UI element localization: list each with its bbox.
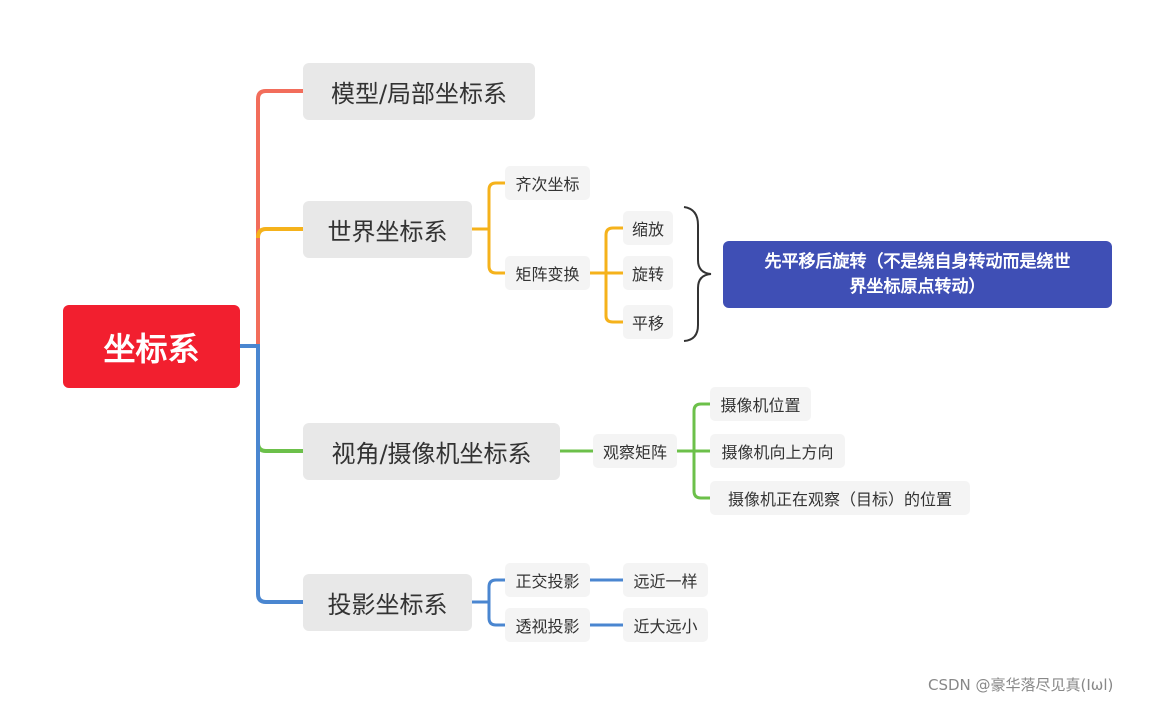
connector-world bbox=[256, 227, 303, 239]
node-model-coordinate-system[interactable]: 模型/局部坐标系 bbox=[303, 63, 535, 120]
connector-ortho bbox=[472, 578, 505, 604]
node-ortho-note[interactable]: 远近一样 bbox=[623, 563, 708, 597]
node-rotate[interactable]: 旋转 bbox=[623, 256, 673, 290]
connector-camera-position bbox=[677, 402, 710, 453]
connector-matrix-scale bbox=[590, 226, 623, 275]
node-projection-coordinate-system[interactable]: 投影坐标系 bbox=[303, 574, 472, 631]
connector-perspective bbox=[472, 600, 505, 627]
brace bbox=[683, 206, 712, 342]
node-camera-target[interactable]: 摄像机正在观察（目标）的位置 bbox=[710, 481, 970, 515]
node-orthographic-projection[interactable]: 正交投影 bbox=[505, 563, 590, 597]
callout-translate-then-rotate[interactable]: 先平移后旋转（不是绕自身转动而是绕世 界坐标原点转动） bbox=[723, 241, 1112, 308]
connector-matrix-translate bbox=[604, 273, 623, 324]
node-scale[interactable]: 缩放 bbox=[623, 211, 673, 245]
node-perspective-projection[interactable]: 透视投影 bbox=[505, 608, 590, 642]
connector-projection bbox=[240, 344, 303, 604]
callout-line-1: 先平移后旋转（不是绕自身转动而是绕世 bbox=[764, 251, 1071, 272]
node-matrix-transform[interactable]: 矩阵变换 bbox=[505, 256, 590, 290]
connector-view bbox=[256, 346, 303, 453]
connector-camera-target bbox=[692, 451, 710, 500]
connector-world-homogeneous bbox=[472, 181, 505, 231]
node-view-matrix[interactable]: 观察矩阵 bbox=[593, 434, 677, 468]
node-camera-position[interactable]: 摄像机位置 bbox=[710, 387, 811, 421]
watermark: CSDN @豪华落尽见真(Ιωl) bbox=[928, 676, 1114, 694]
node-homogeneous-coordinates[interactable]: 齐次坐标 bbox=[505, 166, 590, 200]
connector-world-matrix bbox=[472, 227, 505, 275]
connector-model bbox=[240, 89, 303, 348]
node-perspective-note[interactable]: 近大远小 bbox=[623, 608, 708, 642]
callout-line-2: 界坐标原点转动） bbox=[849, 276, 986, 297]
node-camera-up-direction[interactable]: 摄像机向上方向 bbox=[710, 434, 845, 468]
node-view-coordinate-system[interactable]: 视角/摄像机坐标系 bbox=[303, 423, 560, 480]
node-world-coordinate-system[interactable]: 世界坐标系 bbox=[303, 201, 472, 258]
root-node[interactable]: 坐标系 bbox=[63, 305, 240, 388]
node-translate[interactable]: 平移 bbox=[623, 305, 673, 339]
